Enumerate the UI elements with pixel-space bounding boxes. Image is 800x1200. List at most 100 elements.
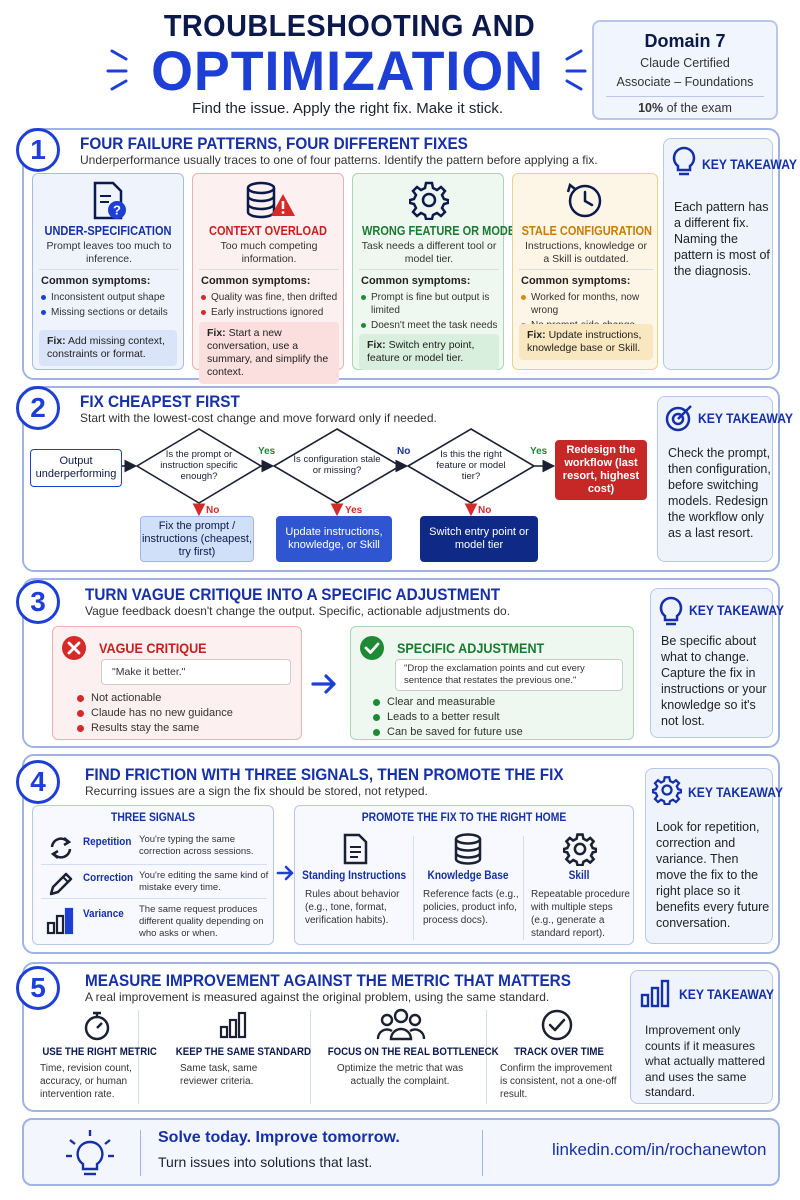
- flow-yes-3: Yes: [530, 446, 548, 457]
- gear-icon: [652, 776, 682, 805]
- domain-desc-1: Claude Certified: [640, 56, 730, 70]
- bar-chart-icon: [640, 979, 670, 1008]
- home-title: Standing Instructions: [302, 870, 407, 882]
- section-4-number: 4: [16, 760, 60, 804]
- gear-icon: [563, 833, 597, 866]
- sparkle-left-icon: [106, 49, 128, 91]
- card-title: STALE CONFIGURATION: [521, 224, 653, 238]
- section-5-title: MEASURE IMPROVEMENT AGAINST THE METRIC T…: [85, 971, 571, 990]
- lightbulb-icon: [672, 146, 696, 176]
- metric-title: KEEP THE SAME STANDARD: [175, 1046, 311, 1058]
- vague-points: Not actionable Claude has no new guidanc…: [77, 691, 287, 736]
- footer-link[interactable]: linkedin.com/in/rochanewton: [552, 1140, 767, 1159]
- takeaway-label: KEY TAKEAWAY: [698, 411, 793, 426]
- takeaway-text: Each pattern has a different fix. Naming…: [674, 200, 770, 278]
- symptoms-label: Common symptoms:: [41, 275, 151, 287]
- clock-icon: [566, 182, 602, 218]
- metric-desc: Confirm the improvement is consistent, n…: [500, 1063, 617, 1100]
- card-title: WRONG FEATURE OR MODEL: [362, 224, 522, 238]
- takeaway-label: KEY TAKEAWAY: [688, 785, 783, 800]
- signal-desc: You're editing the same kind of mistake …: [139, 870, 269, 893]
- x-circle-icon: [62, 636, 86, 660]
- bar-chart-icon: [46, 907, 74, 935]
- flow-question-2: Is configuration stale or missing?: [293, 454, 381, 476]
- takeaway-text: Be specific about what to change. Captur…: [661, 634, 767, 728]
- page-subtitle: Find the issue. Apply the right fix. Mak…: [192, 100, 503, 117]
- takeaway-label: KEY TAKEAWAY: [679, 987, 774, 1002]
- card-desc: Instructions, knowledge or a Skill is ou…: [525, 240, 647, 265]
- section-3-number: 3: [16, 580, 60, 624]
- card-fix: Fix: Start a new conversation, use a sum…: [199, 322, 339, 384]
- promote-fix-panel: PROMOTE THE FIX TO THE RIGHT HOME Standi…: [294, 805, 634, 945]
- flow-yes-2: Yes: [345, 505, 363, 516]
- card-stale-configuration: STALE CONFIGURATION Instructions, knowle…: [512, 173, 658, 370]
- takeaway-text: Check the prompt, then configuration, be…: [668, 446, 771, 540]
- database-icon: [454, 833, 482, 865]
- takeaway-text: Improvement only counts if it measures w…: [645, 1023, 766, 1099]
- team-icon: [376, 1008, 426, 1041]
- section-1-subtitle: Underperformance usually traces to one o…: [80, 153, 598, 167]
- signal-desc: The same request produces different qual…: [139, 904, 264, 939]
- takeaway-label: KEY TAKEAWAY: [689, 603, 784, 618]
- card-title: CONTEXT OVERLOAD: [209, 224, 327, 238]
- card-desc: Prompt leaves too much to inference.: [46, 240, 172, 265]
- bar-chart-icon: [219, 1011, 247, 1039]
- section-4-subtitle: Recurring issues are a sign the fix shou…: [85, 784, 428, 798]
- promote-head: PROMOTE THE FIX TO THE RIGHT HOME: [361, 812, 567, 824]
- symptom-list: Prompt is fine but output is limited Doe…: [361, 291, 501, 334]
- stopwatch-icon: [84, 1011, 110, 1041]
- specific-points: Clear and measurable Leads to a better r…: [373, 695, 613, 740]
- footer-tagline: Turn issues into solutions that last.: [158, 1154, 373, 1170]
- footer: Solve today. Improve tomorrow. Turn issu…: [22, 1118, 780, 1186]
- card-desc: Task needs a different tool or model tie…: [361, 240, 497, 265]
- vague-critique-box: VAGUE CRITIQUE "Make it better." Not act…: [52, 626, 302, 740]
- card-context-overload: CONTEXT OVERLOAD Too much competing info…: [192, 173, 344, 384]
- section-4-title: FIND FRICTION WITH THREE SIGNALS, THEN P…: [85, 765, 564, 784]
- vague-quote: "Make it better.": [101, 659, 291, 685]
- metric-desc: Same task, same reviewer criteria.: [180, 1063, 258, 1087]
- title-line-2: OPTIMIZATION: [151, 39, 544, 102]
- flow-fix-config: Update instructions, knowledge, or Skill: [276, 516, 392, 562]
- card-wrong-feature: WRONG FEATURE OR MODEL Task needs a diff…: [352, 173, 522, 370]
- signal-name: Correction: [83, 872, 134, 884]
- database-warning-icon: [246, 181, 295, 219]
- specific-quote: "Drop the exclamation points and cut eve…: [395, 659, 623, 691]
- takeaway-4: KEY TAKEAWAY Look for repetition, correc…: [645, 768, 783, 944]
- card-desc: Too much competing information.: [220, 240, 318, 265]
- repeat-icon: [50, 837, 72, 859]
- exam-weight: 10% of the exam: [638, 101, 732, 115]
- document-icon: [343, 833, 368, 865]
- three-signals-panel: THREE SIGNALS Repetition You're typing t…: [32, 805, 274, 945]
- section-2-subtitle: Start with the lowest-cost change and mo…: [80, 411, 437, 425]
- signal-name: Repetition: [83, 836, 132, 848]
- symptoms-label: Common symptoms:: [521, 275, 631, 287]
- card-under-specification: ? UNDER-SPECIFICATION Prompt leaves too …: [32, 173, 184, 370]
- card-fix: Fix: Switch entry point, feature or mode…: [359, 334, 499, 370]
- takeaway-3: KEY TAKEAWAY Be specific about what to c…: [650, 588, 784, 738]
- signals-head: THREE SIGNALS: [111, 812, 195, 824]
- flow-yes-1: Yes: [258, 446, 276, 457]
- section-5-subtitle: A real improvement is measured against t…: [85, 990, 550, 1004]
- domain-badge: Domain 7 Claude Certified Associate – Fo…: [592, 20, 778, 120]
- check-circle-icon: [360, 636, 384, 660]
- flow-connectors: [122, 428, 556, 517]
- metric-title: FOCUS ON THE REAL BOTTLENECK: [327, 1046, 499, 1058]
- metric-title: USE THE RIGHT METRIC: [42, 1046, 157, 1058]
- domain-label: Domain 7: [644, 31, 726, 51]
- section-2-number: 2: [16, 386, 60, 430]
- section-3-title: TURN VAGUE CRITIQUE INTO A SPECIFIC ADJU…: [85, 585, 501, 604]
- pencil-icon: [49, 872, 73, 896]
- flow-start: Output underperforming: [30, 449, 122, 487]
- footer-headline: Solve today. Improve tomorrow.: [158, 1129, 400, 1146]
- flow-fix-model: Switch entry point or model tier: [420, 516, 538, 562]
- home-desc: Reference facts (e.g., policies, product…: [423, 889, 519, 926]
- section-2-title: FIX CHEAPEST FIRST: [80, 392, 240, 411]
- metric-desc: Optimize the metric that was actually th…: [336, 1063, 464, 1087]
- home-desc: Repeatable procedure with multiple steps…: [531, 889, 630, 939]
- domain-desc-2: Associate – Foundations: [616, 75, 754, 89]
- arrow-right-icon: [311, 674, 336, 694]
- signal-desc: You're typing the same correction across…: [139, 834, 254, 857]
- specific-title: SPECIFIC ADJUSTMENT: [397, 640, 545, 656]
- home-desc: Rules about behavior (e.g., tone, format…: [305, 889, 400, 926]
- target-icon: [665, 405, 692, 432]
